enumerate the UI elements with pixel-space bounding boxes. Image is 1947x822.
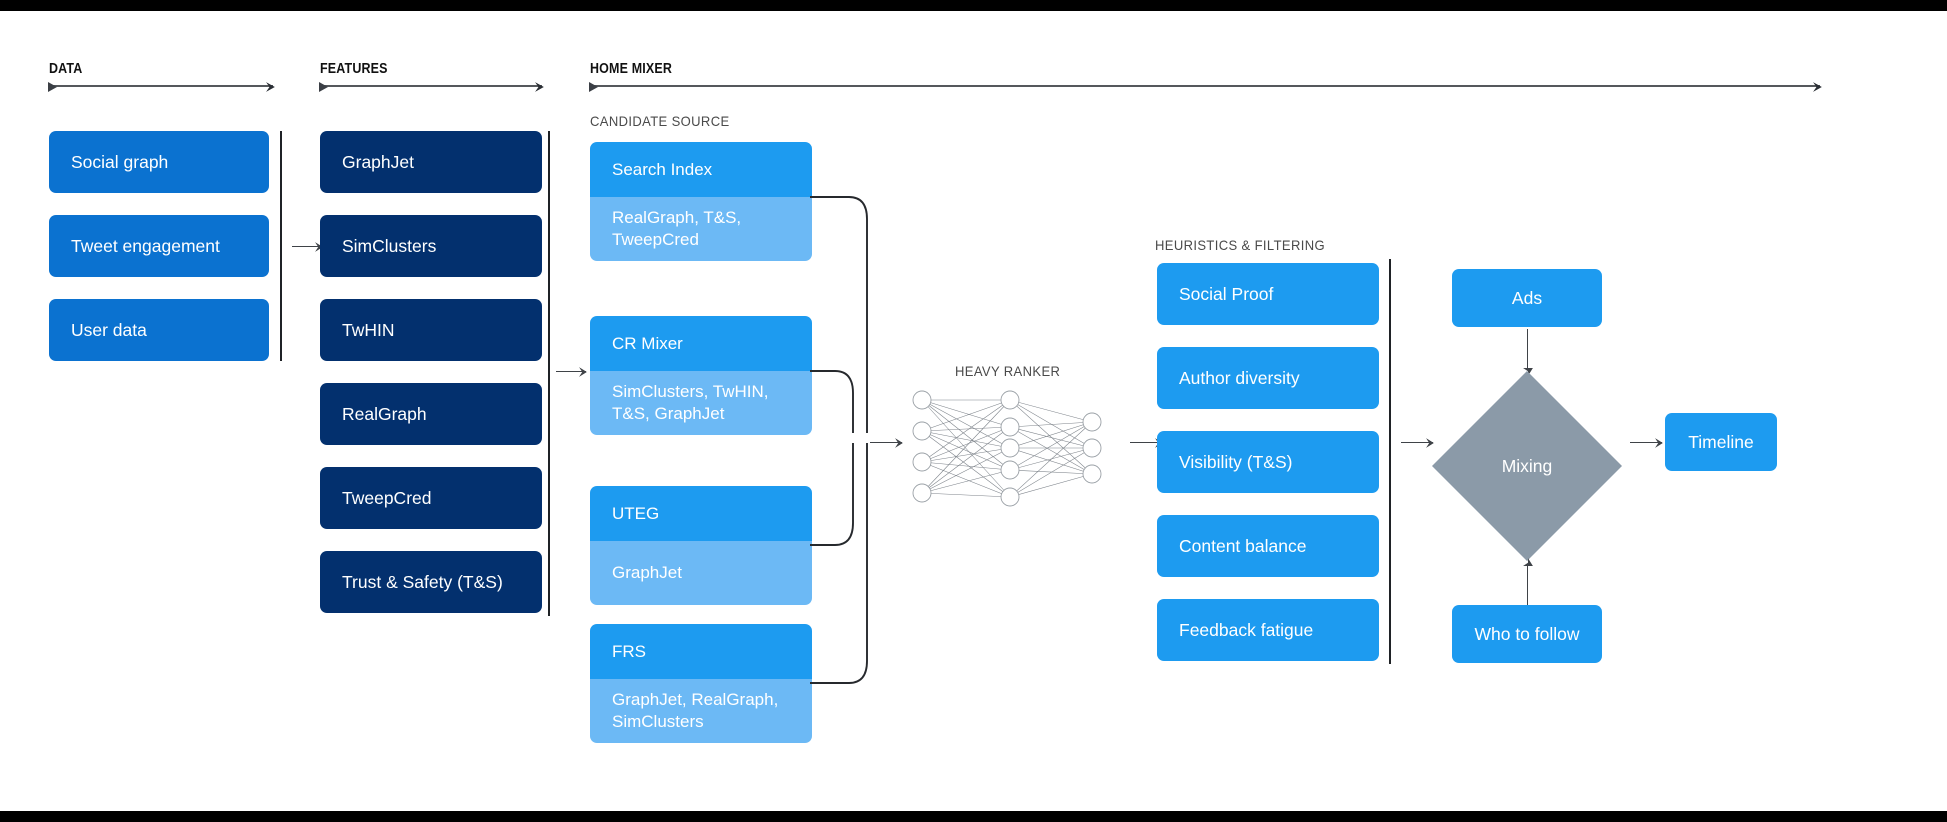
divider-features-mixer <box>548 131 550 616</box>
data-card-user-data[interactable]: User data <box>49 299 269 361</box>
mixing-diamond[interactable]: Mixing <box>1432 371 1622 561</box>
output-card-timeline[interactable]: Timeline <box>1665 413 1777 471</box>
data-card-label: User data <box>71 319 147 340</box>
heuristic-card-social-proof[interactable]: Social Proof <box>1157 263 1379 325</box>
section-header-home-mixer: HOME MIXER <box>590 61 673 77</box>
feature-card-realgraph[interactable]: RealGraph <box>320 383 542 445</box>
section-header-data: DATA <box>49 61 83 77</box>
arrow-ads-to-mixing <box>1527 329 1528 369</box>
axis-arrow-data <box>48 82 273 92</box>
heuristic-card-label: Visibility (T&S) <box>1179 451 1293 472</box>
heuristic-card-content-balance[interactable]: Content balance <box>1157 515 1379 577</box>
candidate-source-title: CR Mixer <box>590 316 812 371</box>
heuristic-card-label: Content balance <box>1179 535 1307 556</box>
divider-heuristics-mixing <box>1389 259 1391 664</box>
diagram-canvas: DATA FEATURES HOME MIXER CANDIDATE SOURC… <box>0 11 1947 811</box>
candidate-source-features: SimClusters, TwHIN, T&S, GraphJet <box>590 371 812 435</box>
axis-arrow-features <box>319 82 542 92</box>
feature-card-tweepcred[interactable]: TweepCred <box>320 467 542 529</box>
heuristic-card-author-diversity[interactable]: Author diversity <box>1157 347 1379 409</box>
candidate-source-card-cr-mixer[interactable]: CR Mixer SimClusters, TwHIN, T&S, GraphJ… <box>590 316 812 435</box>
feature-card-label: TwHIN <box>342 319 395 340</box>
heuristic-card-label: Author diversity <box>1179 367 1300 388</box>
feature-card-label: Trust & Safety (T&S) <box>342 571 503 592</box>
feature-card-label: TweepCred <box>342 487 432 508</box>
subsection-header-candidate-source: CANDIDATE SOURCE <box>590 113 730 129</box>
candidate-source-features: RealGraph, T&S, TweepCred <box>590 197 812 261</box>
heuristic-card-feedback-fatigue[interactable]: Feedback fatigue <box>1157 599 1379 661</box>
arrow-who-to-follow-to-mixing <box>1527 565 1528 605</box>
subsection-header-heuristics: HEURISTICS & FILTERING <box>1155 237 1326 253</box>
data-card-label: Social graph <box>71 151 169 172</box>
heuristic-card-visibility[interactable]: Visibility (T&S) <box>1157 431 1379 493</box>
candidate-source-card-frs[interactable]: FRS GraphJet, RealGraph, SimClusters <box>590 624 812 743</box>
subsection-header-heavy-ranker: HEAVY RANKER <box>955 363 1061 379</box>
feature-card-label: RealGraph <box>342 403 427 424</box>
mixing-label: Mixing <box>1501 455 1553 476</box>
arrow-data-to-features <box>292 246 322 247</box>
arrow-mixing-to-timeline <box>1630 442 1662 443</box>
feature-card-simclusters[interactable]: SimClusters <box>320 215 542 277</box>
candidate-source-connectors <box>810 196 868 684</box>
feature-card-label: GraphJet <box>342 151 414 172</box>
axis-arrow-home-mixer <box>589 82 1820 92</box>
heuristic-card-label: Social Proof <box>1179 283 1274 304</box>
candidate-source-card-search-index[interactable]: Search Index RealGraph, T&S, TweepCred <box>590 142 812 261</box>
candidate-source-card-uteg[interactable]: UTEG GraphJet <box>590 486 812 605</box>
feature-card-twhin[interactable]: TwHIN <box>320 299 542 361</box>
section-header-features: FEATURES <box>320 61 388 77</box>
candidate-source-features: GraphJet, RealGraph, SimClusters <box>590 679 812 743</box>
candidate-source-title: Search Index <box>590 142 812 197</box>
arrow-features-to-mixer <box>556 371 586 372</box>
arrow-sources-to-ranker <box>870 442 902 443</box>
who-to-follow-label: Who to follow <box>1474 623 1580 644</box>
arrow-ranker-to-heuristics <box>1130 442 1162 443</box>
candidate-source-title: UTEG <box>590 486 812 541</box>
mixing-input-card-ads[interactable]: Ads <box>1452 269 1602 327</box>
data-card-tweet-engagement[interactable]: Tweet engagement <box>49 215 269 277</box>
heavy-ranker-neural-net <box>912 390 1102 507</box>
timeline-label: Timeline <box>1688 431 1754 452</box>
data-card-label: Tweet engagement <box>71 235 220 256</box>
arrow-heuristics-to-mixing <box>1401 442 1433 443</box>
ads-label: Ads <box>1511 287 1543 308</box>
heuristic-card-label: Feedback fatigue <box>1179 619 1314 640</box>
mixing-input-card-who-to-follow[interactable]: Who to follow <box>1452 605 1602 663</box>
feature-card-label: SimClusters <box>342 235 437 256</box>
feature-card-graphjet[interactable]: GraphJet <box>320 131 542 193</box>
candidate-source-features: GraphJet <box>590 541 812 605</box>
data-card-social-graph[interactable]: Social graph <box>49 131 269 193</box>
feature-card-trust-safety[interactable]: Trust & Safety (T&S) <box>320 551 542 613</box>
candidate-source-title: FRS <box>590 624 812 679</box>
divider-data-features <box>280 131 282 361</box>
